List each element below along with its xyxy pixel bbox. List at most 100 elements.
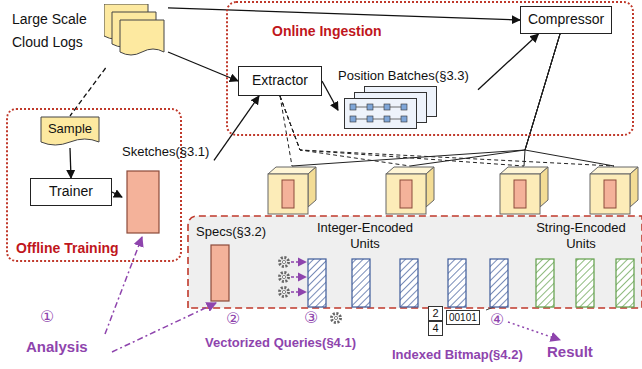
flow-arrow <box>478 34 538 90</box>
batch-link <box>390 119 401 120</box>
callout-number: ① <box>40 307 54 326</box>
node-label: Integer-Encoded Units <box>310 220 420 252</box>
batch-cell <box>367 116 373 122</box>
flow-arrow <box>322 81 338 110</box>
spec-store: Specs(§3.2) <box>196 222 276 302</box>
unit-bar <box>616 259 634 307</box>
unit-bar <box>536 259 554 307</box>
batch-link <box>373 119 384 120</box>
node-label: Extractor <box>252 67 308 94</box>
cube-side <box>540 167 548 207</box>
batch-link <box>356 119 367 120</box>
node-label: Offline Training <box>16 240 119 256</box>
gear-icon <box>282 275 285 278</box>
callout-number: ④ <box>490 310 504 329</box>
batch-cell <box>384 104 390 110</box>
node-label: Position Batches(§3.3) <box>338 68 469 83</box>
step-label: Indexed Bitmap(§4.2) <box>392 347 523 362</box>
extract-line <box>280 96 524 166</box>
gear-icon <box>334 316 337 319</box>
node-label: String-Encoded Units <box>526 220 636 252</box>
process-box: Extractor <box>238 66 322 96</box>
node-label: Sample <box>48 116 92 142</box>
cube-bar <box>282 180 294 208</box>
cube-side <box>630 167 638 207</box>
batch-cell <box>350 104 356 110</box>
log-source: Large Scale Cloud Logs <box>12 4 168 68</box>
unit-bar <box>352 259 370 307</box>
gear-icon <box>280 288 289 297</box>
batch-link <box>390 107 401 108</box>
batch-icon <box>344 86 456 132</box>
unit-group: Integer-Encoded Units <box>300 220 512 308</box>
cube-side <box>426 167 434 207</box>
batch-cell <box>367 104 373 110</box>
sample-doc: Sample <box>40 116 100 148</box>
spec-bar <box>211 245 229 301</box>
unit-bars <box>522 258 642 308</box>
batch-cell <box>401 116 407 122</box>
gear-icon <box>282 260 285 263</box>
log-page <box>120 20 164 55</box>
query-arrow <box>291 276 306 277</box>
compress-line <box>292 34 560 166</box>
analysis-leader <box>112 303 216 352</box>
cube-side <box>308 167 316 207</box>
node-label: Large Scale Cloud Logs <box>12 8 100 54</box>
node-label: Compressor <box>528 7 604 32</box>
batch-link <box>356 107 367 108</box>
batch-link <box>373 107 384 108</box>
process-box: Compressor <box>520 6 612 34</box>
callout-number: ③ <box>304 308 318 327</box>
gear-icon <box>280 258 289 267</box>
cube-front <box>500 174 540 214</box>
compress-line <box>524 34 560 166</box>
unit-bar <box>400 259 418 307</box>
step-label: Result <box>547 343 593 360</box>
gear-icon <box>280 273 289 282</box>
step-label: Vectorized Queries(§4.1) <box>205 335 356 350</box>
gear-icon <box>332 314 341 323</box>
storage-region <box>188 216 642 308</box>
unit-bar <box>448 259 466 307</box>
cube-bar <box>604 180 616 208</box>
batch-cell <box>350 116 356 122</box>
cube-bar <box>514 180 526 208</box>
flow-arrow <box>70 148 71 178</box>
unit-bar <box>576 259 594 307</box>
extract-line <box>280 96 292 166</box>
batch-group: Position Batches(§3.3) <box>338 66 478 134</box>
unit-group: String-Encoded Units <box>522 220 640 308</box>
spec-bar <box>126 170 160 234</box>
doc-shape <box>41 117 99 145</box>
bitmap-cell: 4 <box>428 321 443 336</box>
process-box: Trainer <box>30 178 112 206</box>
gear-icon <box>282 290 285 293</box>
cube-bar <box>400 180 412 208</box>
flow-arrow <box>112 192 122 197</box>
flow-arrow <box>168 8 520 20</box>
result-arrow <box>508 322 560 340</box>
unit-bar <box>308 259 326 307</box>
flow-arrow <box>214 96 259 160</box>
log-pages <box>104 4 168 68</box>
node-label: Online Ingestion <box>272 23 382 39</box>
online-region: Online IngestionExtractor Position Batche… <box>226 1 634 136</box>
compress-line <box>525 34 614 166</box>
bitmap-cell: 2 <box>428 306 443 321</box>
unit-bar <box>490 259 508 307</box>
step-label: Analysis <box>26 338 88 355</box>
batch-cell <box>384 116 390 122</box>
bitmap-cell: 00101 <box>446 310 480 325</box>
cube-front <box>268 174 308 214</box>
batch-cell <box>401 104 407 110</box>
spec-bar <box>127 171 159 233</box>
spec-bar <box>210 244 230 302</box>
sketch-store: Sketches(§3.1) <box>122 142 214 234</box>
unit-bars <box>300 258 520 308</box>
extract-line <box>280 96 614 166</box>
query-arrow <box>291 291 306 292</box>
batch-frame <box>345 99 417 129</box>
cube-front <box>590 174 630 214</box>
